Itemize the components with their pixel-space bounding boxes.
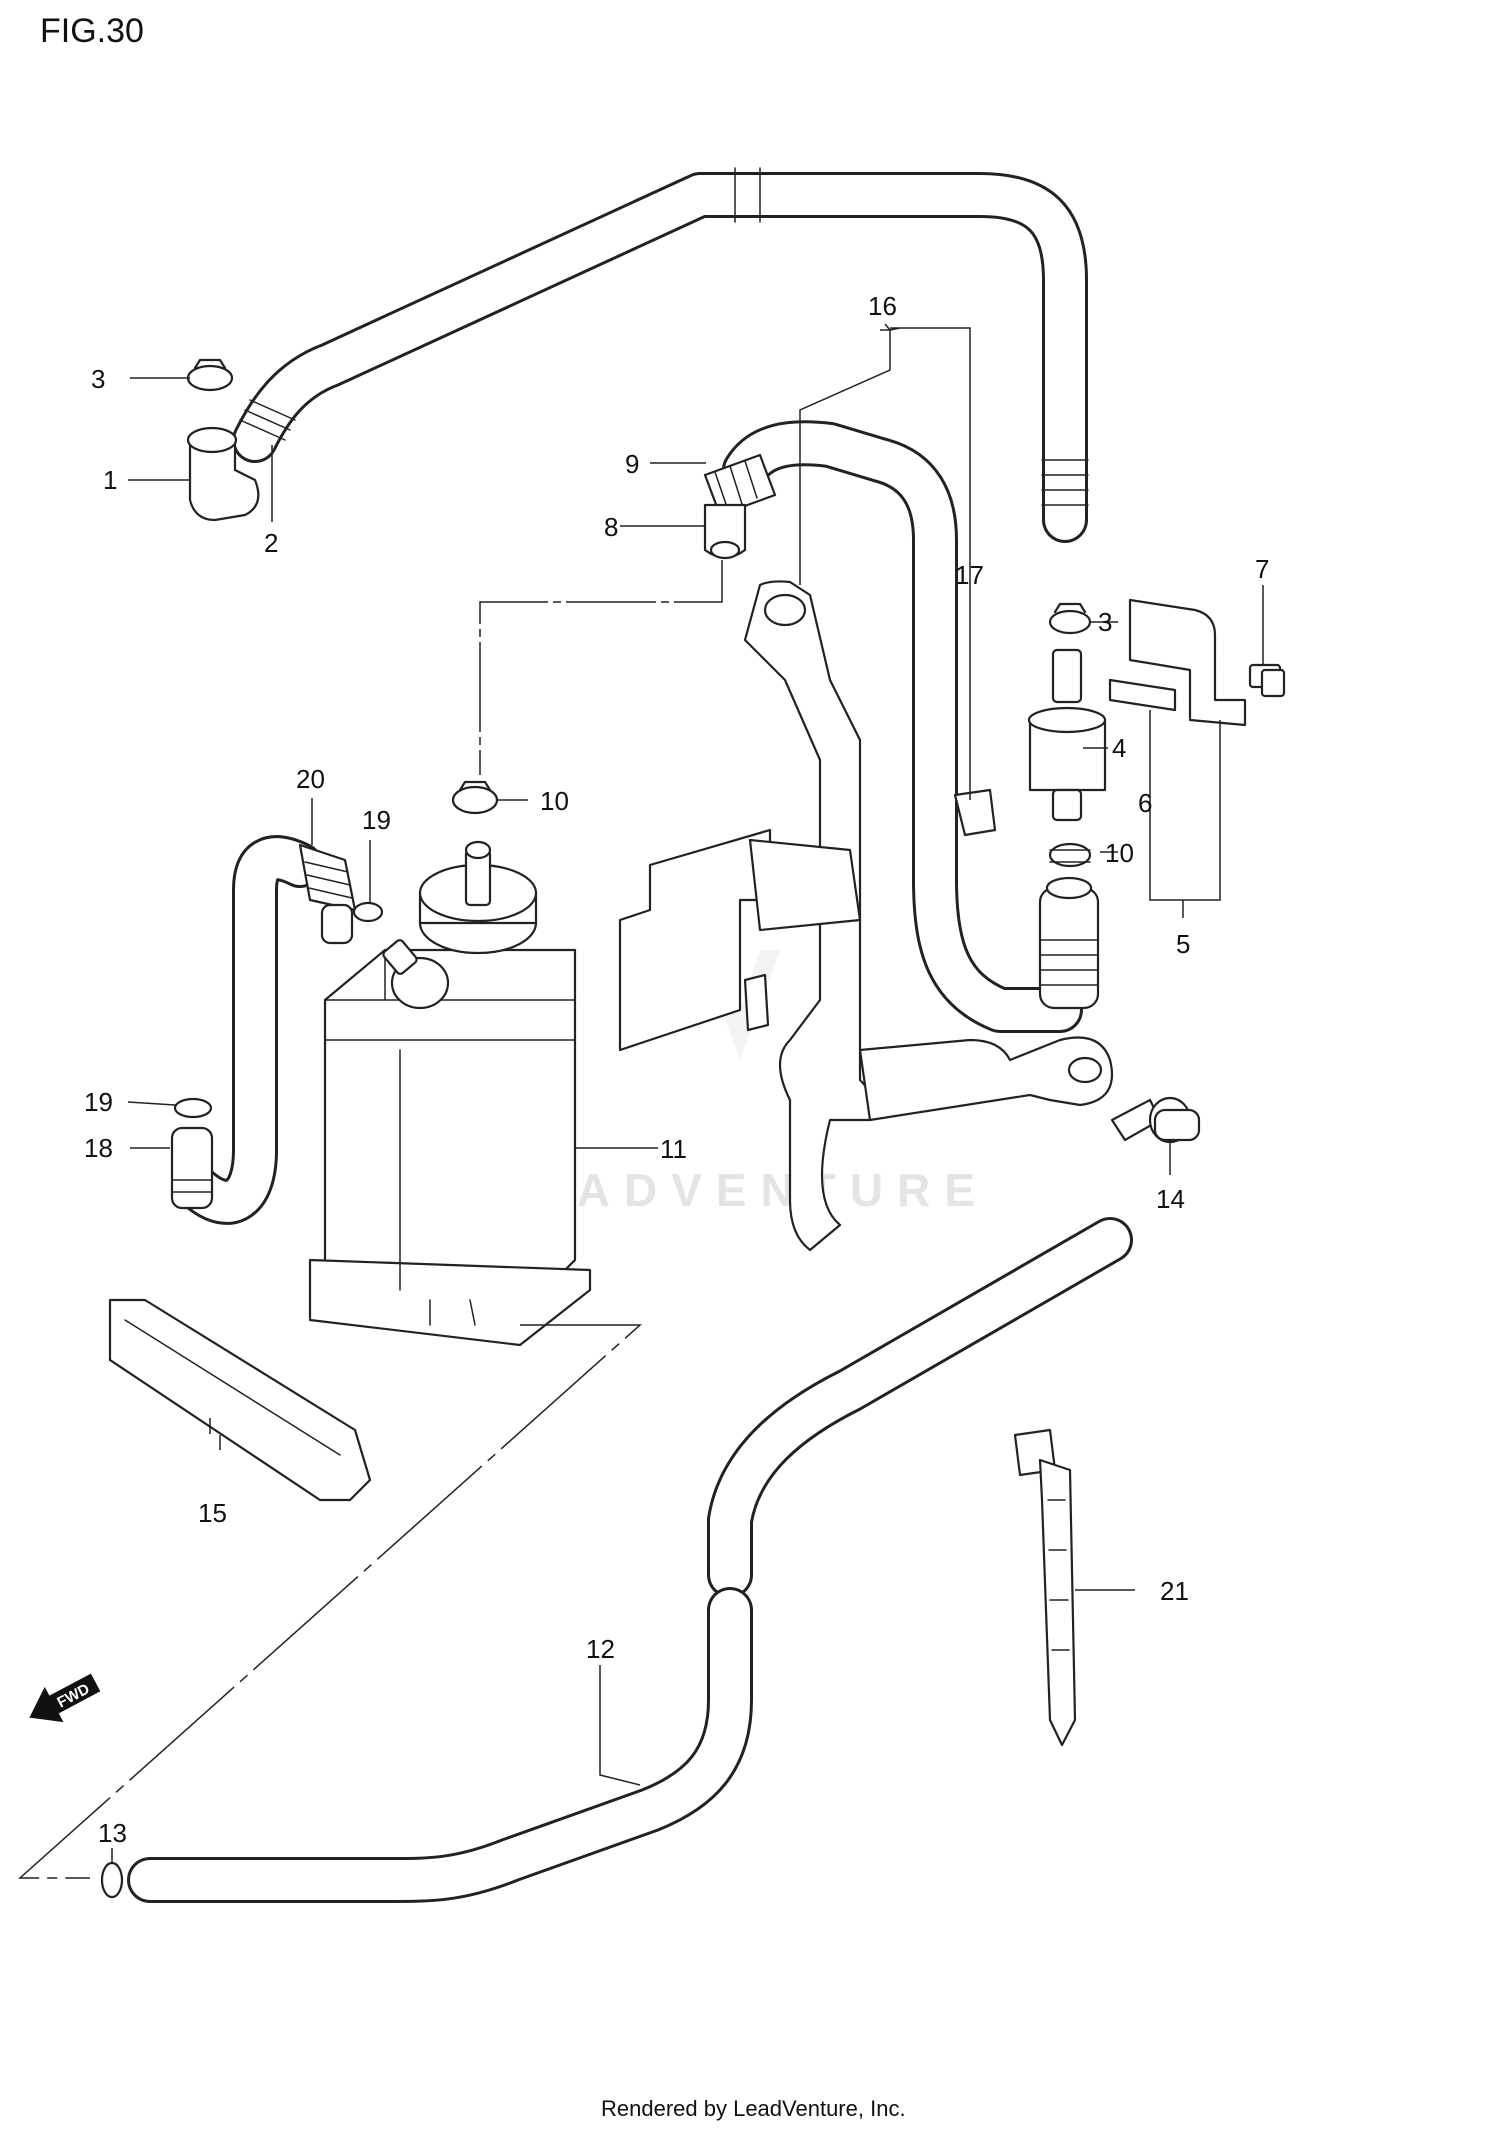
part-17-end-fitting	[1038, 876, 1100, 1010]
callout-21: 21	[1160, 1576, 1189, 1606]
part-21-tie-strap	[1013, 1428, 1077, 1747]
callout-9: 9	[625, 449, 639, 479]
leader-lines	[111, 323, 1264, 1862]
part-2-hose	[232, 167, 1089, 543]
footer-credit: Rendered by LeadVenture, Inc.	[601, 2096, 906, 2121]
callout-16: 16	[868, 291, 897, 321]
callout-10: 10	[540, 786, 569, 816]
part-3-clamp	[186, 358, 234, 392]
callout-13: 13	[98, 1818, 127, 1848]
part-6-clip	[1108, 598, 1247, 727]
callout-19-upper: 19	[362, 805, 391, 835]
part-3-clamp-right	[1048, 602, 1092, 635]
callout-3: 3	[91, 364, 105, 394]
callout-19-lower: 19	[84, 1087, 113, 1117]
part-16-bracket	[618, 580, 1114, 1252]
callout-12: 12	[586, 1634, 615, 1664]
part-14-bolt	[1110, 1096, 1201, 1144]
part-19-clamp-lower	[173, 1097, 213, 1119]
figure-title: FIG.30	[40, 12, 144, 50]
part-10-clamp-right	[1048, 842, 1092, 868]
callout-10-right: 10	[1105, 838, 1134, 868]
fwd-arrow-icon: FWD	[29, 1673, 101, 1723]
callout-11: 11	[660, 1134, 687, 1164]
callout-1: 1	[103, 465, 117, 495]
part-10-clamp-center	[451, 780, 499, 815]
callout-4: 4	[1112, 733, 1126, 763]
callout-14: 14	[1156, 1184, 1185, 1214]
part-17-hose	[722, 420, 1083, 1033]
part-13-clamp	[100, 1861, 124, 1899]
callout-7: 7	[1255, 554, 1269, 584]
callout-17: 17	[955, 560, 984, 590]
callout-8: 8	[604, 512, 618, 542]
part-9-clamp	[703, 453, 777, 517]
part-20-sleeve	[298, 843, 357, 945]
part-4-valve	[1027, 648, 1107, 822]
callout-15: 15	[198, 1498, 227, 1528]
part-7-bolt	[1248, 663, 1286, 698]
part-12-hose	[127, 1217, 1133, 1903]
callout-2: 2	[264, 528, 278, 558]
part-18-fitting	[170, 1126, 214, 1210]
part-19-hose	[177, 835, 323, 1225]
callout-20: 20	[296, 764, 325, 794]
callout-3-right: 3	[1098, 607, 1112, 637]
part-11-canister	[308, 840, 592, 1347]
assembly-lines	[18, 560, 723, 1879]
part-15-band	[108, 1298, 372, 1502]
callout-labels: 1 2 3 3 4 5 6 7 8 9 10 10 11 12 13 14 15…	[84, 291, 1269, 1848]
part-1-elbow	[186, 426, 260, 522]
callout-18: 18	[84, 1133, 113, 1163]
part-19-clamp-upper	[352, 901, 384, 923]
part-5-bracket-outline	[1149, 710, 1221, 901]
callout-5: 5	[1176, 929, 1190, 959]
part-8-fitting	[703, 503, 747, 560]
callout-6: 6	[1138, 788, 1152, 818]
